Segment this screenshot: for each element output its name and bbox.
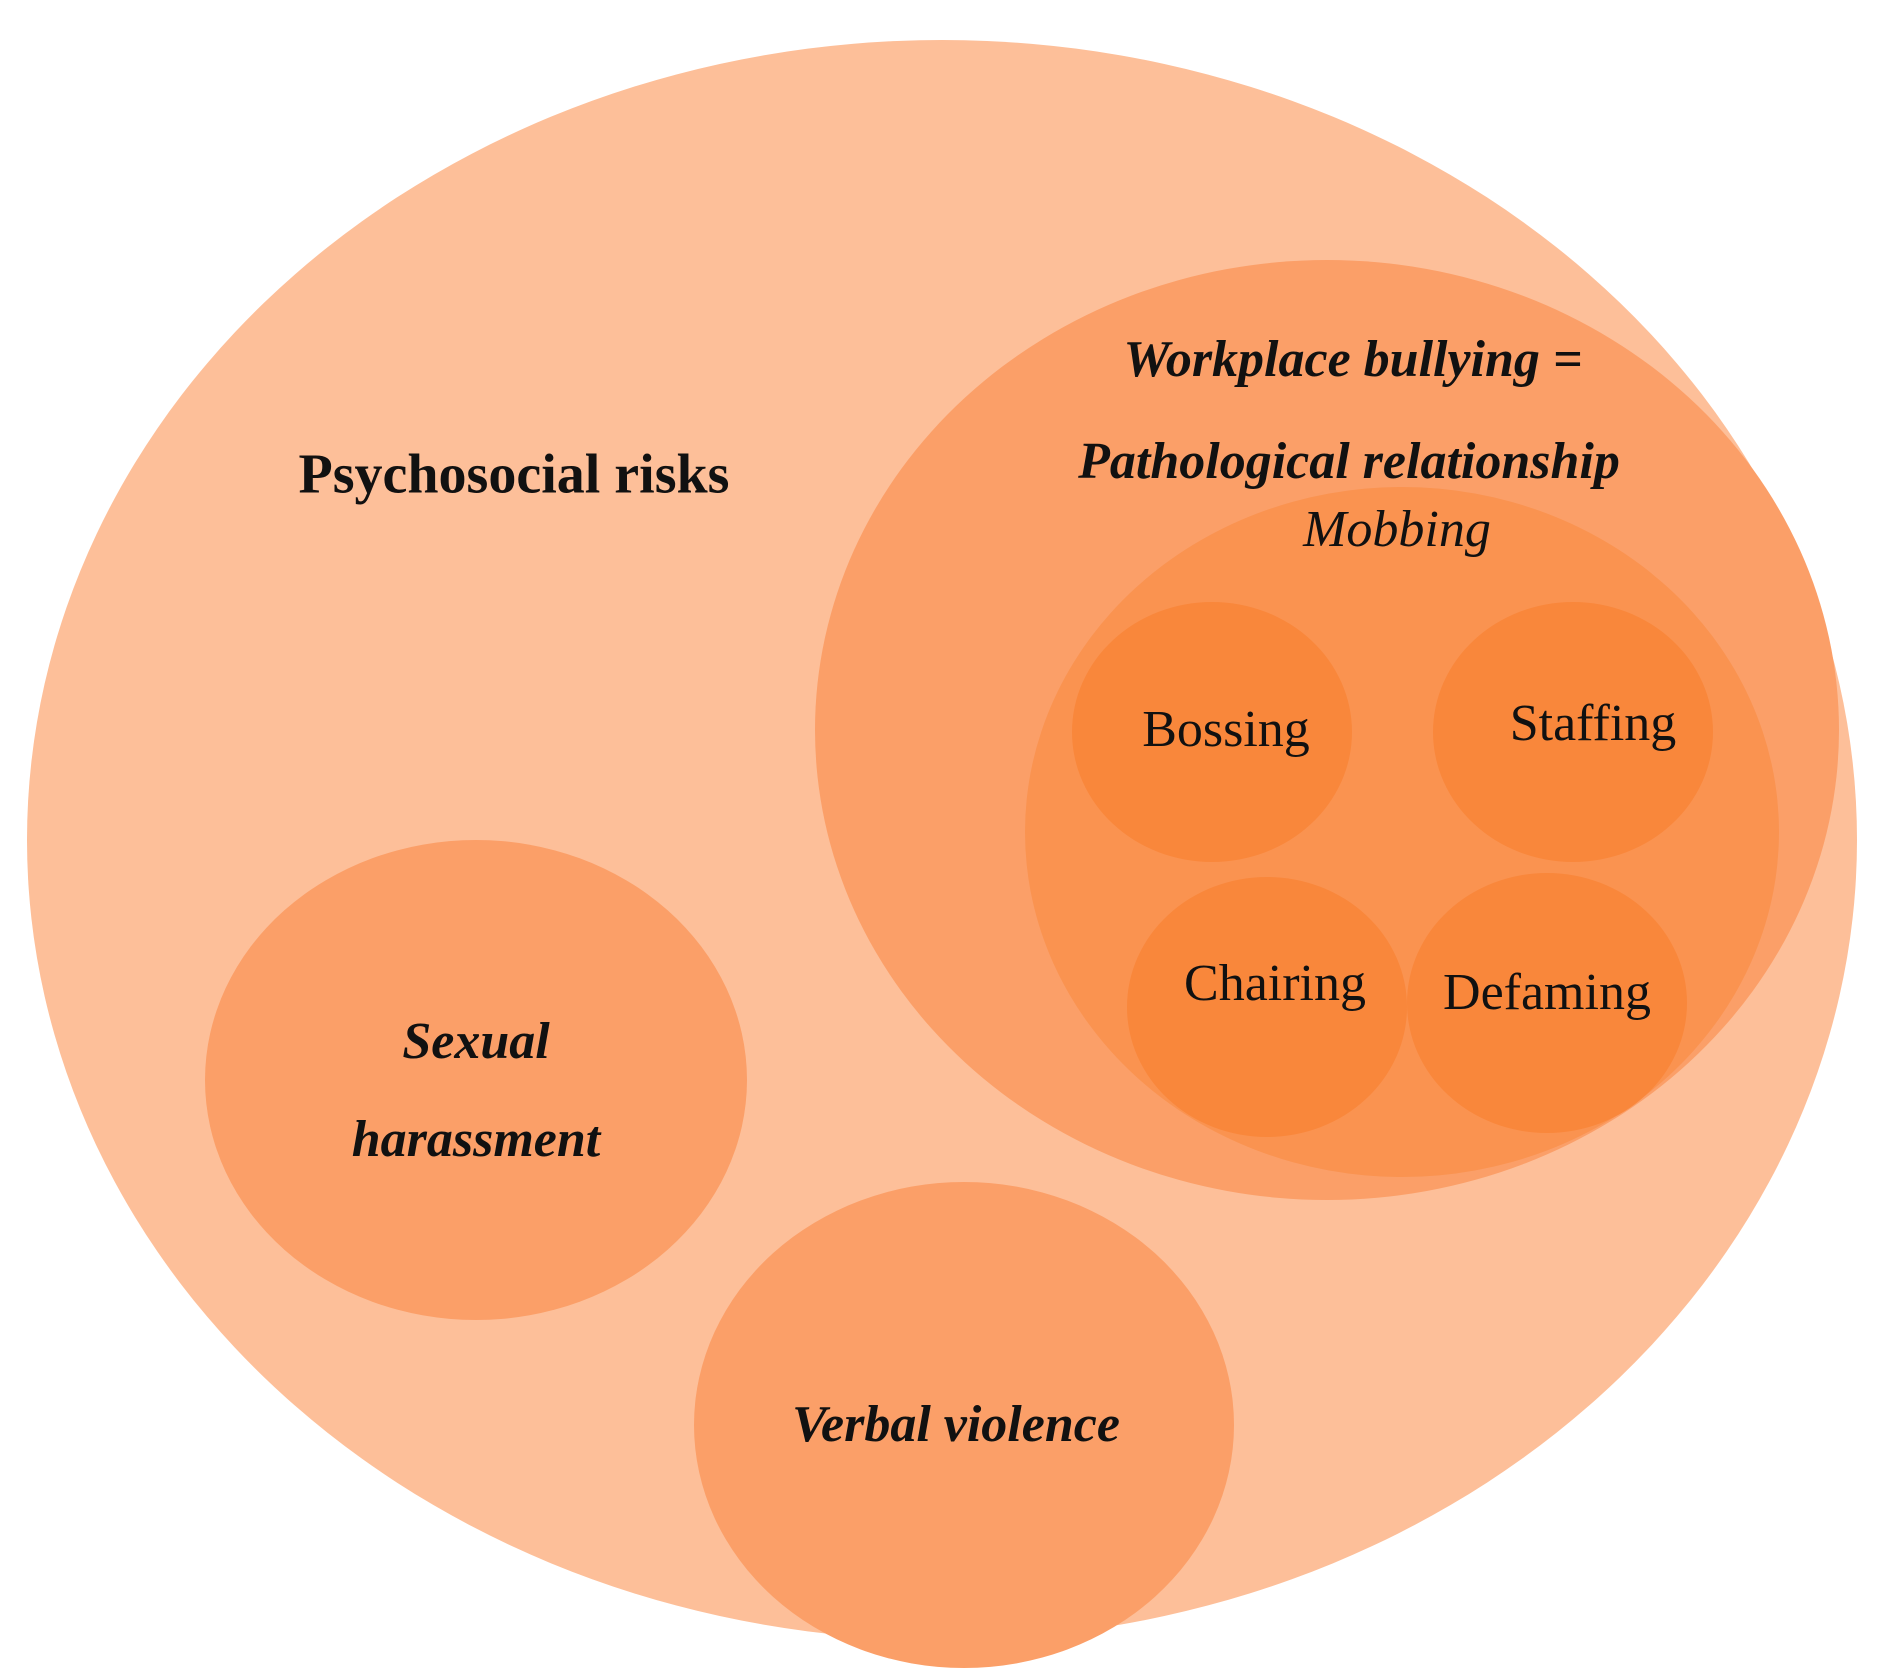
verbal-violence-label: Verbal violence <box>792 1395 1120 1453</box>
defaming-label: Defaming <box>1443 963 1651 1021</box>
sexual-harassment-ellipse <box>205 840 747 1320</box>
defaming-circle <box>1407 873 1687 1133</box>
pathological-relationship-label: Pathological relationship <box>1078 432 1620 490</box>
bossing-label: Bossing <box>1142 700 1310 758</box>
bossing-circle <box>1072 602 1352 862</box>
harassment-label: harassment <box>351 1110 601 1168</box>
mobbing-label: Mobbing <box>1303 500 1491 558</box>
staffing-circle <box>1433 602 1713 862</box>
chairing-circle <box>1127 877 1407 1137</box>
psychosocial-risks-label: Psychosocial risks <box>298 443 730 506</box>
verbal-violence-ellipse <box>694 1182 1234 1668</box>
sexual-label: Sexual <box>402 1012 550 1070</box>
workplace-bullying-label: Workplace bullying = <box>1123 330 1583 388</box>
chairing-label: Chairing <box>1184 954 1366 1012</box>
staffing-label: Staffing <box>1509 694 1677 752</box>
